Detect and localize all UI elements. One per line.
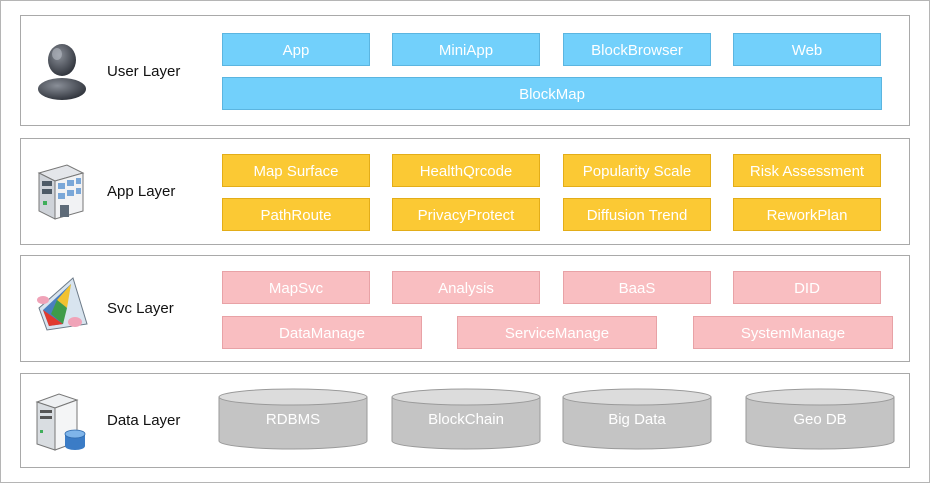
svc-box-datamanage[interactable]: DataManage [222, 316, 422, 349]
data-layer-label: Data Layer [107, 412, 181, 429]
app-box-map-surface[interactable]: Map Surface [222, 154, 370, 187]
user-layer: User Layer App MiniApp BlockBrowser Web … [20, 15, 910, 126]
user-box-web[interactable]: Web [733, 33, 881, 66]
user-box-blockmap[interactable]: BlockMap [222, 77, 882, 110]
app-layer-label: App Layer [107, 183, 176, 200]
datastore-geo-db[interactable]: Geo DB [745, 388, 895, 450]
app-box-diffusion-trend[interactable]: Diffusion Trend [563, 198, 711, 231]
app-layer: App Layer Map Surface HealthQrcode Popul… [20, 138, 910, 245]
datastore-big-data[interactable]: Big Data [562, 388, 712, 450]
user-box-app[interactable]: App [222, 33, 370, 66]
service-prism-icon [33, 274, 91, 343]
svc-box-servicemanage[interactable]: ServiceManage [457, 316, 657, 349]
datastore-geo-db-label: Geo DB [793, 411, 847, 428]
datastore-blockchain-label: BlockChain [428, 411, 504, 428]
datastore-blockchain[interactable]: BlockChain [391, 388, 541, 450]
svc-box-analysis[interactable]: Analysis [392, 271, 540, 304]
svc-box-mapsvc[interactable]: MapSvc [222, 271, 370, 304]
app-box-risk-assessment[interactable]: Risk Assessment [733, 154, 881, 187]
user-box-miniapp[interactable]: MiniApp [392, 33, 540, 66]
svc-box-baas[interactable]: BaaS [563, 271, 711, 304]
app-box-healthqrcode[interactable]: HealthQrcode [392, 154, 540, 187]
datastore-rdbms-label: RDBMS [265, 411, 321, 428]
data-layer: Data Layer RDBMS BlockChain Big Data [20, 373, 910, 468]
datastore-big-data-label: Big Data [608, 411, 666, 428]
server-database-icon [33, 390, 89, 459]
user-icon [33, 36, 91, 105]
app-box-privacyprotect[interactable]: PrivacyProtect [392, 198, 540, 231]
svc-box-systemmanage[interactable]: SystemManage [693, 316, 893, 349]
building-icon [33, 159, 89, 228]
user-layer-label: User Layer [107, 63, 181, 80]
svc-layer-label: Svc Layer [107, 300, 174, 317]
datastore-rdbms[interactable]: RDBMS [218, 388, 368, 450]
svc-layer: Svc Layer MapSvc Analysis BaaS DID DataM… [20, 255, 910, 362]
app-box-reworkplan[interactable]: ReworkPlan [733, 198, 881, 231]
svc-box-did[interactable]: DID [733, 271, 881, 304]
app-box-popularity-scale[interactable]: Popularity Scale [563, 154, 711, 187]
user-box-blockbrowser[interactable]: BlockBrowser [563, 33, 711, 66]
app-box-pathroute[interactable]: PathRoute [222, 198, 370, 231]
